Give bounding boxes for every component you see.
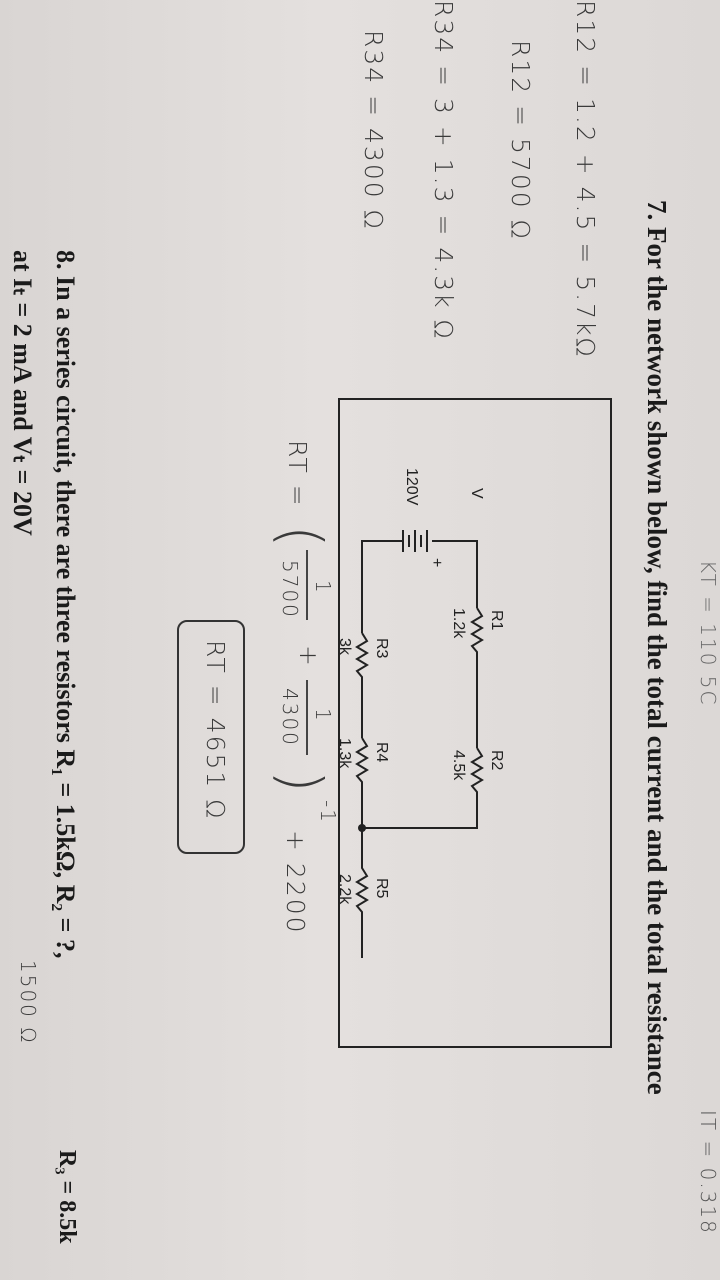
plus-r5: + 2200 [281, 830, 310, 935]
handwriting-r34-value: R34 = 4300 Ω [359, 30, 388, 231]
frac1-num: 1 [311, 580, 335, 595]
resistor-r4 [355, 737, 369, 828]
paren-close: ) [267, 770, 335, 795]
circuit-schematic: 120V + V R1 1.2k R2 4.5k R3 3k R4 1.3k R… [338, 468, 505, 958]
handwriting-it: IT = 0.318 [696, 1110, 720, 1235]
handwriting-r12-sum: R12 = 1.2 + 4.5 = 5.7kΩ [571, 0, 600, 359]
resistor-r3 [355, 632, 369, 738]
meter-label: V [468, 488, 485, 499]
r4-value: 1.3k [338, 738, 353, 769]
source-label: 120V [403, 468, 420, 506]
problem-8-line1: 8. In a series circuit, there are three … [51, 250, 80, 959]
r1-name: R1 [488, 610, 505, 631]
wire-bottom-left [361, 540, 403, 633]
resistor-r5 [355, 828, 369, 958]
handwriting-r12-value: R12 = 5700 Ω [506, 40, 535, 241]
handwriting-rt-label: RT = [283, 440, 312, 508]
problem-7-text: 7. For the network shown below, find the… [641, 200, 672, 1095]
problem-8-line2: at Iₜ = 2 mA and Vₜ = 20V [8, 250, 37, 536]
frac1-den: 5700 [278, 560, 302, 619]
problem-7-question: For the network shown below, find the to… [642, 227, 672, 1095]
resistor-r2 [362, 747, 484, 829]
frac2-bar [306, 680, 308, 755]
r2-name: R2 [488, 750, 505, 771]
r3-name: R3 [373, 638, 390, 659]
junction-node [358, 824, 366, 832]
r3-value: 3k [338, 638, 353, 656]
r5-name: R5 [373, 878, 390, 899]
problem-8-r3: R₃ = 8.5k [54, 1150, 80, 1244]
handwriting-kt: KT = 110 5C [696, 560, 720, 707]
handwriting-r34-sum: R34 = 3 + 1.3 = 4.3k Ω [429, 0, 458, 341]
paren-open: ( [267, 525, 335, 550]
handwriting-answer: RT = 4651 Ω [201, 640, 230, 821]
source-plus: + [428, 558, 445, 567]
r5-value: 2.2k [338, 874, 353, 905]
r4-name: R4 [373, 742, 390, 763]
problem-7-number: 7. [642, 200, 672, 221]
plus-sign: + [294, 645, 323, 668]
frac1-bar [306, 550, 308, 620]
frac2-num: 1 [311, 708, 335, 723]
frac2-den: 4300 [278, 688, 302, 747]
resistor-r1 [470, 607, 484, 748]
r2-value: 4.5k [450, 750, 467, 781]
r1-value: 1.2k [450, 608, 467, 639]
exponent: -1 [316, 800, 340, 824]
handwriting-bottom-right: 1500 Ω [16, 960, 40, 1045]
wire-left [432, 540, 478, 608]
